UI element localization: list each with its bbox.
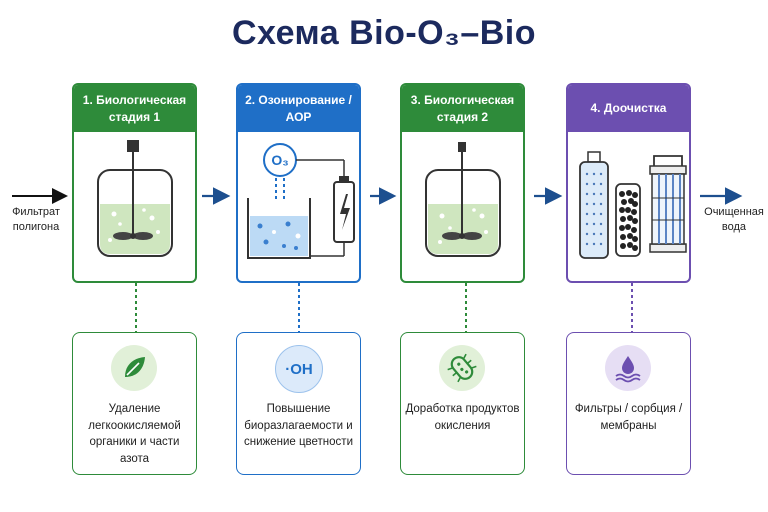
water-drop-icon [605, 345, 651, 391]
bioreactor-2-icon [425, 142, 501, 257]
ozone-label: O₃ [271, 152, 288, 168]
post-treatment-filters-icon [579, 151, 687, 259]
stage-2-box: 2. Озонирование / АОР O₃ [236, 83, 361, 283]
ozonation-reactor-icon: O₃ [247, 143, 355, 259]
stage-2-description: Повышение биоразлагаемости и снижение цв… [243, 403, 353, 449]
leaf-icon [111, 345, 157, 391]
stage-3-box: 3. Биологическая стадия 2 [400, 83, 525, 283]
stage-2-header: 2. Озонирование / АОР [238, 85, 359, 132]
stage-1-result-card: Удаление легкоокисляемой органики и част… [72, 332, 197, 475]
stage-3-header: 3. Биологическая стадия 2 [402, 85, 523, 132]
stage-4-box: 4. Доочистка [566, 83, 691, 283]
stage-3-result-card: Доработка продуктов окисления [400, 332, 525, 475]
stage-1-box: 1. Биологическая стадия 1 [72, 83, 197, 283]
input-label: Фильтрат полигона [12, 206, 60, 233]
output-label: Очищенная вода [704, 206, 764, 233]
hydroxyl-radical-label: ·OH [285, 360, 313, 378]
stage-2-result-card: ·OH Повышение биоразлагаемости и снижени… [236, 332, 361, 475]
bacterium-icon [439, 345, 485, 391]
stage-4-result-card: Фильтры / сорбция / мембраны [566, 332, 691, 475]
stage-4-description: Фильтры / сорбция / мембраны [574, 403, 683, 432]
diagram-title: Схема Bio-O₃–Bio [231, 14, 537, 52]
stage-1-header: 1. Биологическая стадия 1 [74, 85, 195, 132]
stage-4-header: 4. Доочистка [568, 85, 689, 132]
bioreactor-1-icon [97, 140, 173, 257]
hydroxyl-radical-icon: ·OH [275, 345, 323, 393]
stage-1-description: Удаление легкоокисляемой органики и част… [88, 403, 181, 466]
stage-3-description: Доработка продуктов окисления [405, 403, 520, 432]
